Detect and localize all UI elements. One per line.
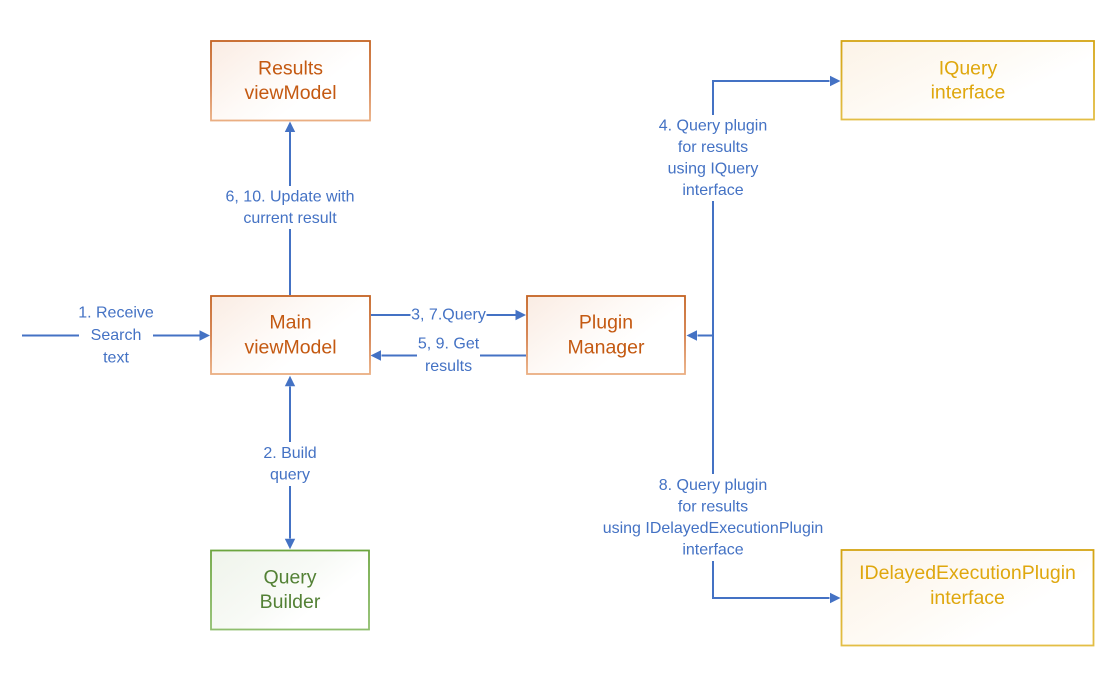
svg-text:IQuery: IQuery: [939, 58, 998, 80]
svg-text:Query: Query: [263, 567, 316, 589]
svg-text:viewModel: viewModel: [244, 337, 336, 359]
svg-text:using IDelayedExecutionPlugin: using IDelayedExecutionPlugin: [603, 520, 824, 537]
svg-text:text: text: [103, 350, 129, 367]
svg-text:results: results: [425, 358, 472, 375]
svg-text:Main: Main: [269, 312, 311, 334]
svg-text:viewModel: viewModel: [244, 82, 336, 104]
svg-text:interface: interface: [682, 542, 743, 559]
svg-text:current result: current result: [243, 210, 337, 227]
svg-text:Manager: Manager: [568, 337, 645, 359]
svg-text:query: query: [270, 467, 310, 484]
svg-text:Results: Results: [258, 58, 323, 80]
svg-text:Plugin: Plugin: [579, 312, 633, 334]
svg-text:4. Query plugin: 4. Query plugin: [659, 118, 768, 135]
svg-text:interface: interface: [931, 82, 1006, 104]
svg-text:2. Build: 2. Build: [263, 445, 316, 462]
svg-text:3, 7.Query: 3, 7.Query: [411, 307, 486, 324]
svg-text:5, 9. Get: 5, 9. Get: [418, 336, 480, 353]
svg-text:Builder: Builder: [260, 591, 321, 613]
svg-text:interface: interface: [930, 587, 1005, 609]
svg-text:interface: interface: [682, 182, 743, 199]
svg-text:Search: Search: [91, 327, 142, 344]
svg-text:for results: for results: [678, 139, 748, 156]
svg-text:IDelayedExecutionPlugin: IDelayedExecutionPlugin: [859, 562, 1076, 584]
svg-text:1. Receive: 1. Receive: [78, 305, 154, 322]
svg-text:6, 10. Update with: 6, 10. Update with: [226, 189, 355, 206]
svg-text:8. Query plugin: 8. Query plugin: [659, 477, 768, 494]
svg-text:using IQuery: using IQuery: [668, 161, 759, 178]
svg-text:for results: for results: [678, 499, 748, 516]
